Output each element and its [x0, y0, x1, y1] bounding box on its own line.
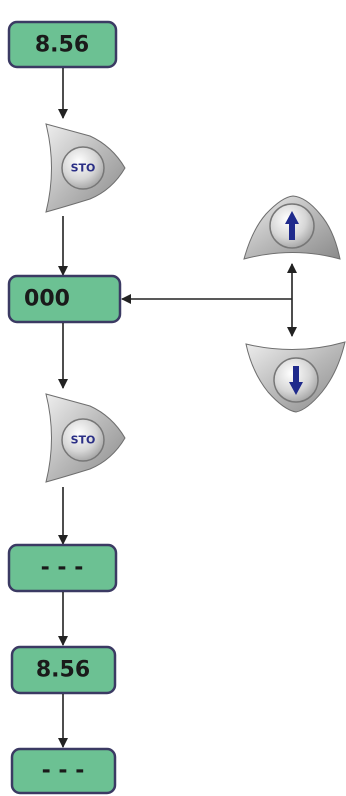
display-value-1-text: 8.56 — [35, 33, 89, 58]
display-value-4-text: 8.56 — [36, 658, 90, 683]
display-value-3: - - - — [9, 545, 116, 591]
display-value-3-text: - - - — [41, 556, 84, 581]
display-value-5: - - - — [12, 749, 115, 793]
up-arrow-key[interactable] — [244, 196, 340, 259]
display-value-5-text: - - - — [42, 759, 85, 784]
sto-button-1[interactable]: STO — [46, 124, 125, 212]
display-value-1: 8.56 — [9, 22, 116, 67]
sto-button-2[interactable]: STO — [46, 394, 125, 482]
display-value-4: 8.56 — [12, 647, 115, 693]
sto-button-1-label: STO — [71, 162, 96, 175]
sto-button-2-label: STO — [71, 434, 96, 447]
down-arrow-key[interactable] — [246, 342, 345, 412]
display-value-2: 000 — [9, 276, 120, 322]
display-value-2-text: 000 — [24, 287, 70, 312]
